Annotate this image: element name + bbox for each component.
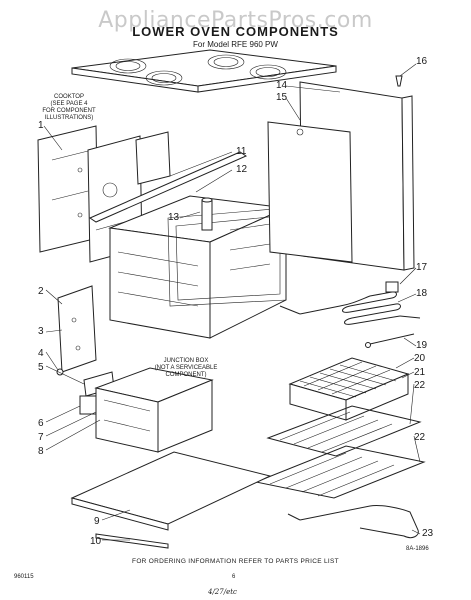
callout-15: 15	[276, 92, 288, 103]
callout-8: 8	[38, 446, 44, 457]
junction-box	[94, 367, 214, 453]
oven-rack-upper	[266, 405, 422, 457]
callout-19: 19	[416, 340, 428, 351]
junction-box-note: JUNCTION BOX (NOT A SERVICEABLE COMPONEN…	[154, 358, 218, 378]
callout-22: 22	[414, 380, 426, 391]
support-bracket	[135, 131, 171, 185]
front-trim	[95, 533, 169, 549]
callout-13: 13	[168, 212, 180, 223]
callout-9: 9	[94, 516, 100, 527]
trim-strip	[88, 151, 248, 223]
diagram-code: 8A-1896	[406, 546, 429, 552]
cooktop-note: COOKTOP (SEE PAGE 4 FOR COMPONENT ILLUST…	[42, 94, 96, 121]
callout-16: 16	[416, 56, 428, 67]
watermark-text: AppliancePartsPros.com	[98, 8, 373, 33]
back-liner	[267, 121, 353, 263]
page-number: 6	[232, 574, 236, 580]
oven-rack-lower	[254, 445, 426, 499]
lower-bake-element	[287, 505, 419, 539]
callout-10: 10	[90, 536, 102, 547]
callout-1: 1	[38, 120, 44, 131]
callout-17: 17	[416, 262, 428, 273]
callout-6: 6	[38, 418, 44, 429]
bake-element	[279, 281, 421, 325]
callout-22-lower: 22	[414, 432, 426, 443]
model-subtitle: For Model RFE 960 PW	[193, 40, 278, 49]
callout-23: 23	[422, 528, 434, 539]
cooktop-illustration	[71, 49, 337, 93]
callout-14: 14	[276, 80, 288, 91]
page-title: LOWER OVEN COMPONENTS	[132, 24, 339, 39]
element-terminal	[365, 333, 415, 348]
callout-21: 21	[414, 367, 426, 378]
callout-7: 7	[38, 432, 44, 443]
broiler-pan	[288, 357, 410, 421]
signature: 4/27/etc	[208, 588, 237, 596]
callout-5: 5	[38, 362, 44, 373]
oven-cavity	[108, 195, 288, 339]
callout-18: 18	[416, 288, 428, 299]
door-hinge-bracket	[57, 285, 97, 373]
callout-12: 12	[236, 164, 248, 175]
callout-11: 11	[236, 146, 247, 157]
broil-element-bracket	[201, 197, 213, 231]
leader-lines	[43, 63, 421, 541]
screw	[395, 75, 403, 87]
callout-3: 3	[38, 326, 44, 337]
ordering-footer: FOR ORDERING INFORMATION REFER TO PARTS …	[132, 558, 339, 565]
callout-2: 2	[38, 286, 44, 297]
callout-4: 4	[38, 348, 44, 359]
callout-20: 20	[414, 353, 426, 364]
print-code: 960115	[14, 574, 34, 580]
oven-bottom-panel	[70, 451, 272, 531]
